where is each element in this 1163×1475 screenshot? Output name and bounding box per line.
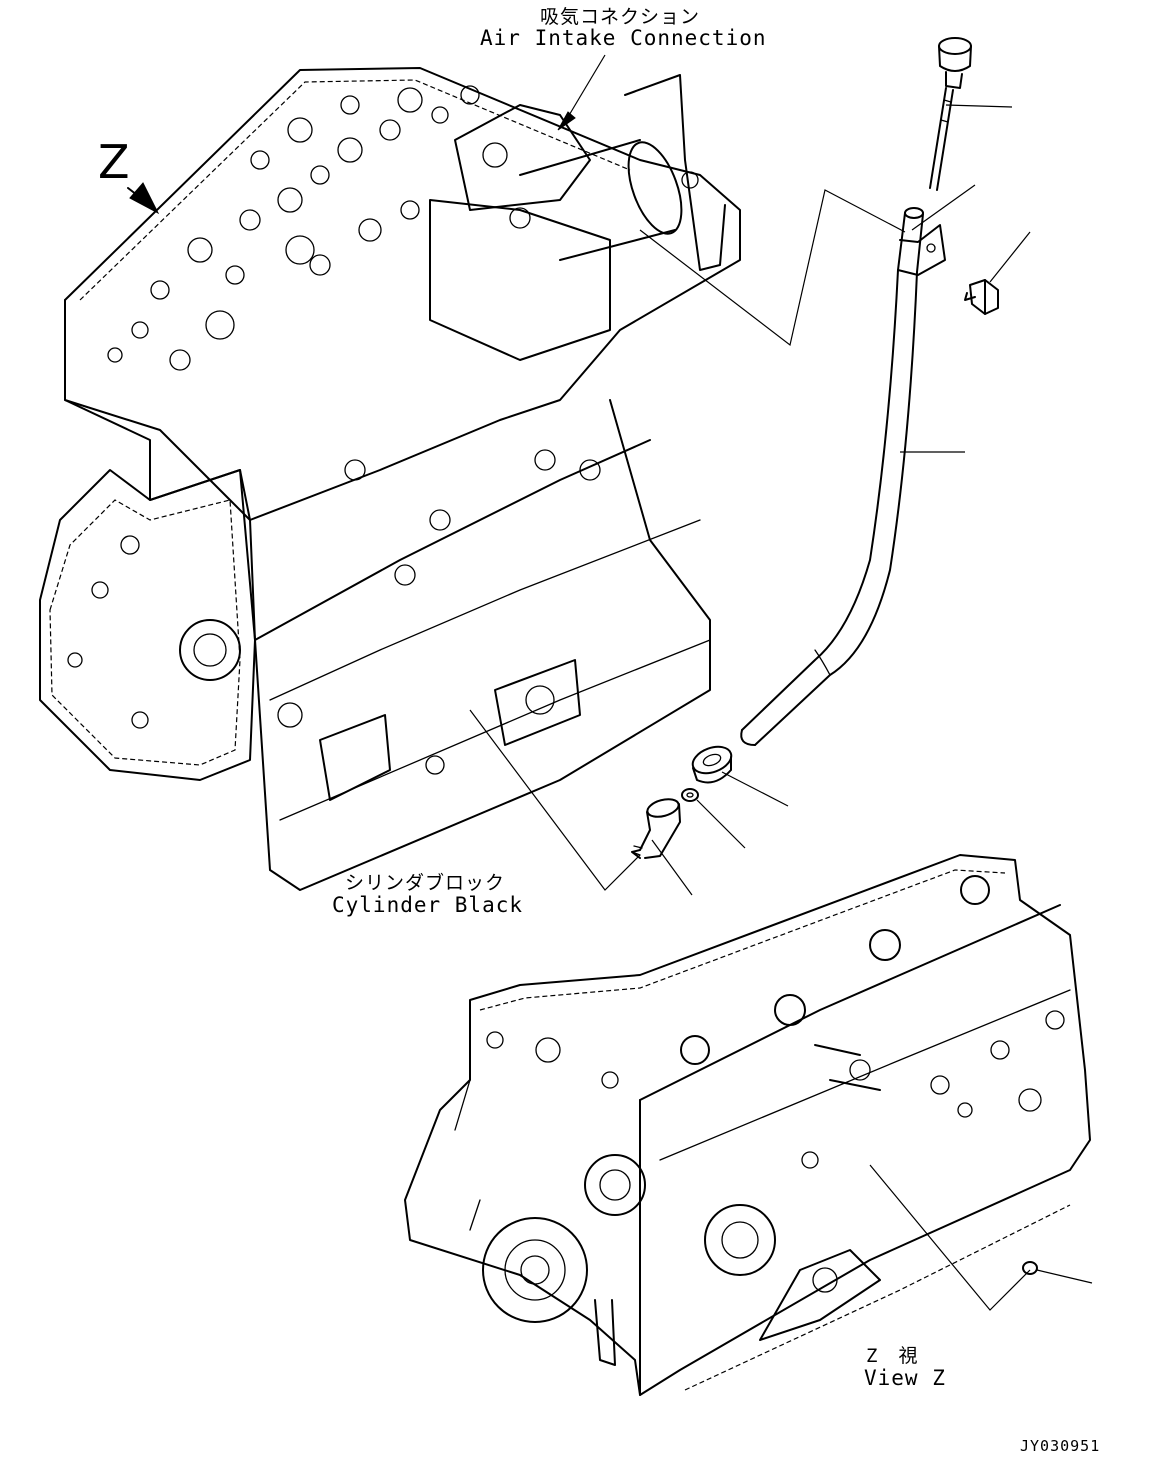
dipstick-assembly (631, 37, 1038, 1275)
air-intake-label-en: Air Intake Connection (480, 26, 767, 50)
lower-engine-view-z (404, 854, 1091, 1396)
view-z-caption-en: View Z (864, 1366, 946, 1390)
view-z-marker: Z (98, 135, 130, 189)
drawing-code: JY030951 (1020, 1437, 1101, 1455)
cylinder-block-label-ja: シリンダブロック (345, 872, 506, 894)
upper-engine-block (39, 67, 741, 891)
cylinder-block-label-en: Cylinder Black (332, 893, 524, 917)
head-holes (107, 85, 480, 371)
arrow-view-z-icon (127, 182, 160, 215)
air-intake-label-ja: 吸気コネクション (540, 6, 701, 28)
view-z-caption-ja: Z 視 (866, 1345, 919, 1367)
leader-lines (469, 54, 1093, 1311)
